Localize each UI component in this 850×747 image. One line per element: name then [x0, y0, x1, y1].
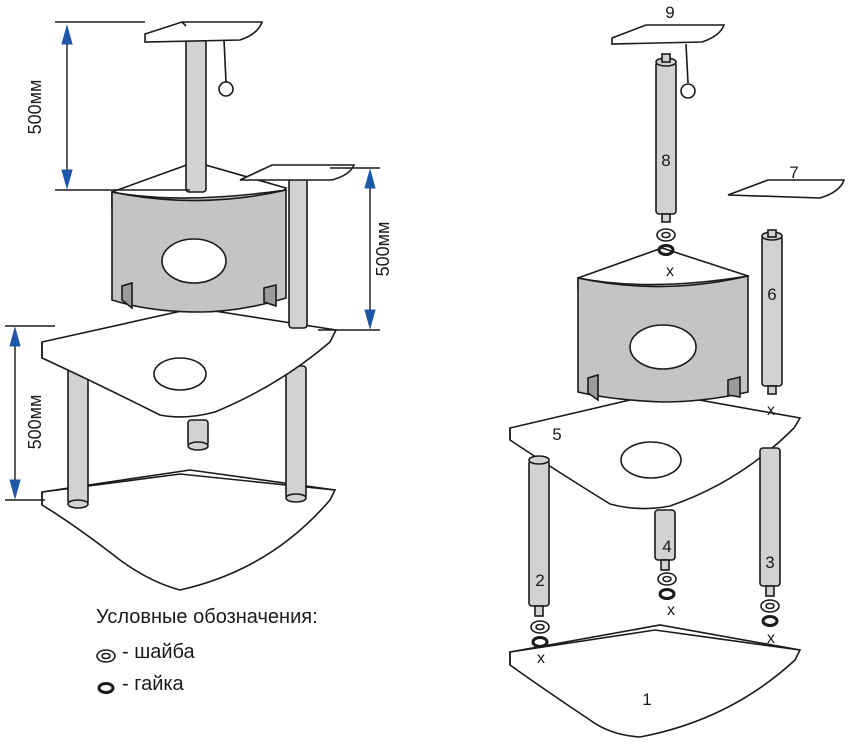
assembled-hanging-ball	[218, 81, 234, 97]
assembled-top-shelf	[144, 21, 264, 43]
part-3-leg	[759, 447, 781, 597]
nut-icons	[531, 244, 779, 648]
part-number-6: 6	[767, 285, 776, 304]
legend-nut-row: - гайка	[96, 673, 184, 696]
assembled-house	[111, 161, 288, 313]
part-2-leg	[528, 455, 550, 617]
nut-icon	[96, 678, 116, 694]
legend-washer-label: - шайба	[122, 641, 195, 663]
part-7-shelf	[727, 179, 846, 199]
dimension-label-right: 500мм	[373, 222, 393, 277]
fastener-x-mark: x	[767, 630, 775, 647]
part-4-leg	[654, 509, 676, 571]
part-number-8: 8	[661, 151, 670, 170]
part-number-9: 9	[665, 3, 674, 22]
part-6-post	[761, 229, 783, 395]
part-5-shelf-hole	[620, 441, 682, 479]
fastener-x-mark: x	[667, 602, 675, 619]
assembled-legs	[67, 361, 307, 509]
dimension-label-top: 500мм	[25, 80, 45, 135]
washer-icons	[530, 228, 780, 634]
fastener-x-mark: x	[666, 263, 674, 280]
assembled-base	[41, 469, 337, 591]
part-9-top-shelf	[611, 24, 726, 45]
legend-washer-row: - шайба	[96, 641, 195, 664]
assembled-right-shelf	[239, 164, 356, 181]
legend-title: Условные обозначения:	[96, 606, 318, 628]
part-number-5: 5	[552, 425, 561, 444]
part-8-post	[655, 53, 677, 223]
part-number-2: 2	[535, 571, 544, 590]
assembled-view: 500мм 500мм 500мм	[5, 21, 393, 591]
dimension-lines	[5, 21, 380, 501]
fastener-x-mark: x	[767, 402, 775, 419]
part-1-base	[509, 624, 802, 738]
washer-icon	[96, 646, 116, 663]
assembled-right-post	[288, 175, 308, 329]
part-number-1: 1	[642, 690, 651, 709]
part-number-3: 3	[765, 553, 774, 572]
legend-nut-label: - гайка	[122, 673, 184, 695]
assembled-top-post	[185, 39, 207, 193]
part-number-7: 7	[789, 163, 798, 182]
assembled-shelf-hole	[153, 357, 207, 391]
exploded-house	[577, 247, 750, 403]
exploded-view: x x x x x 1 2 3 4 5 6 7 8 9	[509, 3, 846, 738]
part-9-hanging-ball	[680, 83, 696, 99]
part-number-4: 4	[662, 537, 671, 556]
fastener-x-mark: x	[537, 650, 545, 667]
dimension-label-bottom: 500мм	[25, 395, 45, 450]
